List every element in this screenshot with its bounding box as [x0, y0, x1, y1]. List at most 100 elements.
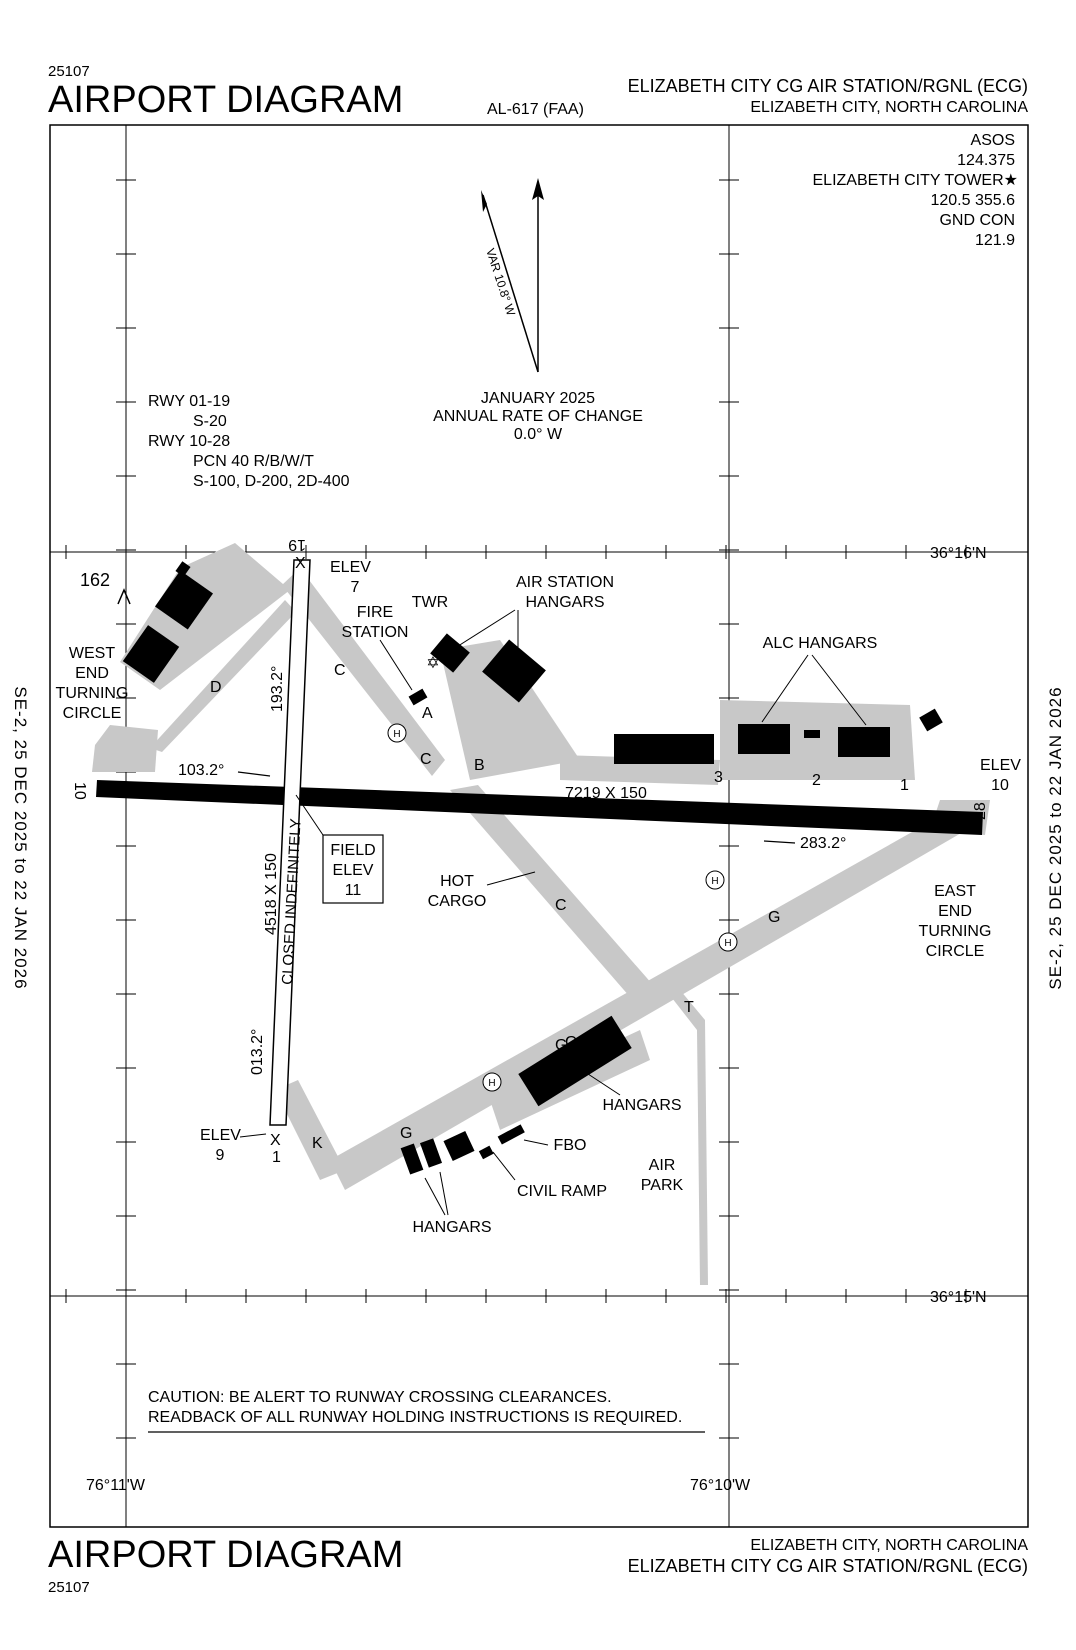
lat-south-label: 36°15'N [930, 1289, 987, 1306]
building-air-station-hangar-1 [482, 639, 546, 703]
helipad-icon-1 [387, 723, 407, 743]
air-station-hangars-2: HANGARS [525, 594, 604, 611]
paved-areas [92, 543, 990, 1285]
building-alc-1 [738, 724, 790, 754]
arrow-283 [763, 840, 796, 844]
air-station-hangars-1: AIR STATION [516, 574, 614, 591]
elev-1-label: ELEV [200, 1127, 241, 1144]
building-fire-station [408, 688, 428, 706]
runway-10-28 [96, 780, 983, 835]
tower-label: ELIZABETH CITY TOWER★ [813, 172, 1019, 189]
east-end-2: END [938, 903, 972, 920]
caution-line-1: CAUTION: BE ALERT TO RUNWAY CROSSING CLE… [148, 1389, 612, 1406]
effective-dates-left: SE-2, 25 DEC 2025 to 22 JAN 2026 [11, 686, 30, 990]
hot-cargo-2: CARGO [428, 893, 487, 910]
hangars-low-leader-1 [424, 1177, 446, 1216]
air-park-2: PARK [641, 1177, 684, 1194]
taxiway-b: B [474, 757, 485, 774]
elev-1-value: 9 [216, 1147, 225, 1164]
building-hangars-mid [518, 1015, 632, 1107]
civil-ramp-leader [492, 1151, 516, 1181]
airport-name-top: ELIZABETH CITY CG AIR STATION/RGNL (ECG) [628, 76, 1028, 96]
east-end-4: CIRCLE [926, 943, 985, 960]
elev-19-value: 7 [351, 579, 360, 596]
airport-name-bottom: ELIZABETH CITY CG AIR STATION/RGNL (ECG) [628, 1556, 1028, 1576]
taxiway-c-upper [282, 568, 445, 776]
helipad-icon-2 [705, 870, 725, 890]
heading-193: 193.2° [269, 666, 286, 712]
helipad-label-4: H [488, 1078, 495, 1089]
buildings [122, 561, 943, 1175]
lat-north-label: 36°16'N [930, 545, 987, 562]
east-end-1: EAST [934, 883, 976, 900]
rwy-1028-strength: S-100, D-200, 2D-400 [193, 473, 350, 490]
west-end-2: END [75, 665, 109, 682]
civil-ramp-label: CIVIL RAMP [517, 1183, 607, 1200]
runway-info: RWY 01-19 S-20 RWY 10-28 PCN 40 R/B/W/T … [148, 393, 350, 490]
air-park-1: AIR [649, 1157, 676, 1174]
fire-station-leader [379, 639, 413, 691]
west-end-4: CIRCLE [63, 705, 122, 722]
rwy-10-end: 10 [71, 782, 88, 800]
hot-cargo-1: HOT [440, 873, 474, 890]
magnetic-north-line [482, 194, 539, 373]
alc-leader-1 [761, 654, 809, 723]
taxiway-g-3: G [400, 1125, 412, 1142]
heading-013: 013.2° [249, 1029, 266, 1075]
field-elev-leader [295, 794, 324, 836]
building-hangar-low-2 [419, 1138, 443, 1168]
field-elev-dot [289, 788, 295, 794]
west-turning-circle [92, 725, 158, 772]
fire-station-2: STATION [342, 624, 409, 641]
west-end-3: TURNING [56, 685, 129, 702]
east-end-3: TURNING [919, 923, 992, 940]
building-west-2 [122, 625, 180, 683]
helipad-icon-4 [482, 1072, 502, 1092]
alc-leader-2 [811, 654, 867, 726]
hangars-low-leader-2 [439, 1171, 449, 1216]
helipads: H H H H [387, 723, 738, 1092]
rwy-0119-id: RWY 01-19 [148, 393, 230, 410]
hangars-low-label: HANGARS [412, 1219, 491, 1236]
building-air-station-hangar-2 [430, 633, 470, 673]
arrow-103 [237, 771, 271, 777]
city-state-bottom: ELIZABETH CITY, NORTH CAROLINA [750, 1537, 1028, 1554]
tower-freq: 120.5 355.6 [930, 192, 1015, 209]
chart-id: AL-617 (FAA) [487, 101, 584, 118]
building-hot-cargo [614, 734, 714, 764]
procedure-number-top: 25107 [48, 63, 90, 80]
taxiway-d: D [210, 679, 222, 696]
alc-hangars-label: ALC HANGARS [763, 635, 878, 652]
hangars-mid-leader [584, 1071, 621, 1096]
building-civil-ramp [478, 1145, 494, 1160]
obstacle-162: 162 [80, 570, 110, 590]
effective-dates-right: SE-2, 25 DEC 2025 to 22 JAN 2026 [1046, 686, 1065, 990]
building-west-1 [154, 570, 214, 630]
taxiway-g [330, 805, 975, 1190]
taxiway-labels: A B C C C D G G G G K T 1 2 3 [210, 662, 909, 1152]
asos-label: ASOS [971, 132, 1015, 149]
taxiway-3: 3 [714, 769, 723, 786]
building-alc-3 [804, 730, 820, 738]
city-state-top: ELIZABETH CITY, NORTH CAROLINA [750, 99, 1028, 116]
field-elev-box [322, 834, 384, 904]
taxiway-g-1: G [768, 909, 780, 926]
taxiway-a: A [422, 705, 433, 722]
obstacle-icon [117, 588, 131, 605]
gnd-freq: 121.9 [975, 232, 1015, 249]
mag-rate: 0.0° W [514, 426, 563, 443]
fire-station-1: FIRE [357, 604, 393, 621]
taxiway-d [150, 600, 296, 752]
rwy-1-end: 1 [272, 1149, 281, 1166]
rwy-19-end: 19 [288, 536, 306, 553]
taxiway-g-2: G [555, 1037, 567, 1054]
frequency-box: ASOS 124.375 ELIZABETH CITY TOWER★ 120.5… [813, 132, 1019, 249]
mag-date: JANUARY 2025 [481, 390, 595, 407]
rwy-28-end: 28 [972, 802, 989, 820]
fbo-leader [523, 1139, 549, 1146]
twr-label: TWR [412, 594, 448, 611]
hangars-mid-label: HANGARS [602, 1097, 681, 1114]
elev-1-leader [239, 1133, 267, 1138]
taxiway-c-3: C [555, 897, 567, 914]
heading-283: 283.2° [800, 835, 846, 852]
